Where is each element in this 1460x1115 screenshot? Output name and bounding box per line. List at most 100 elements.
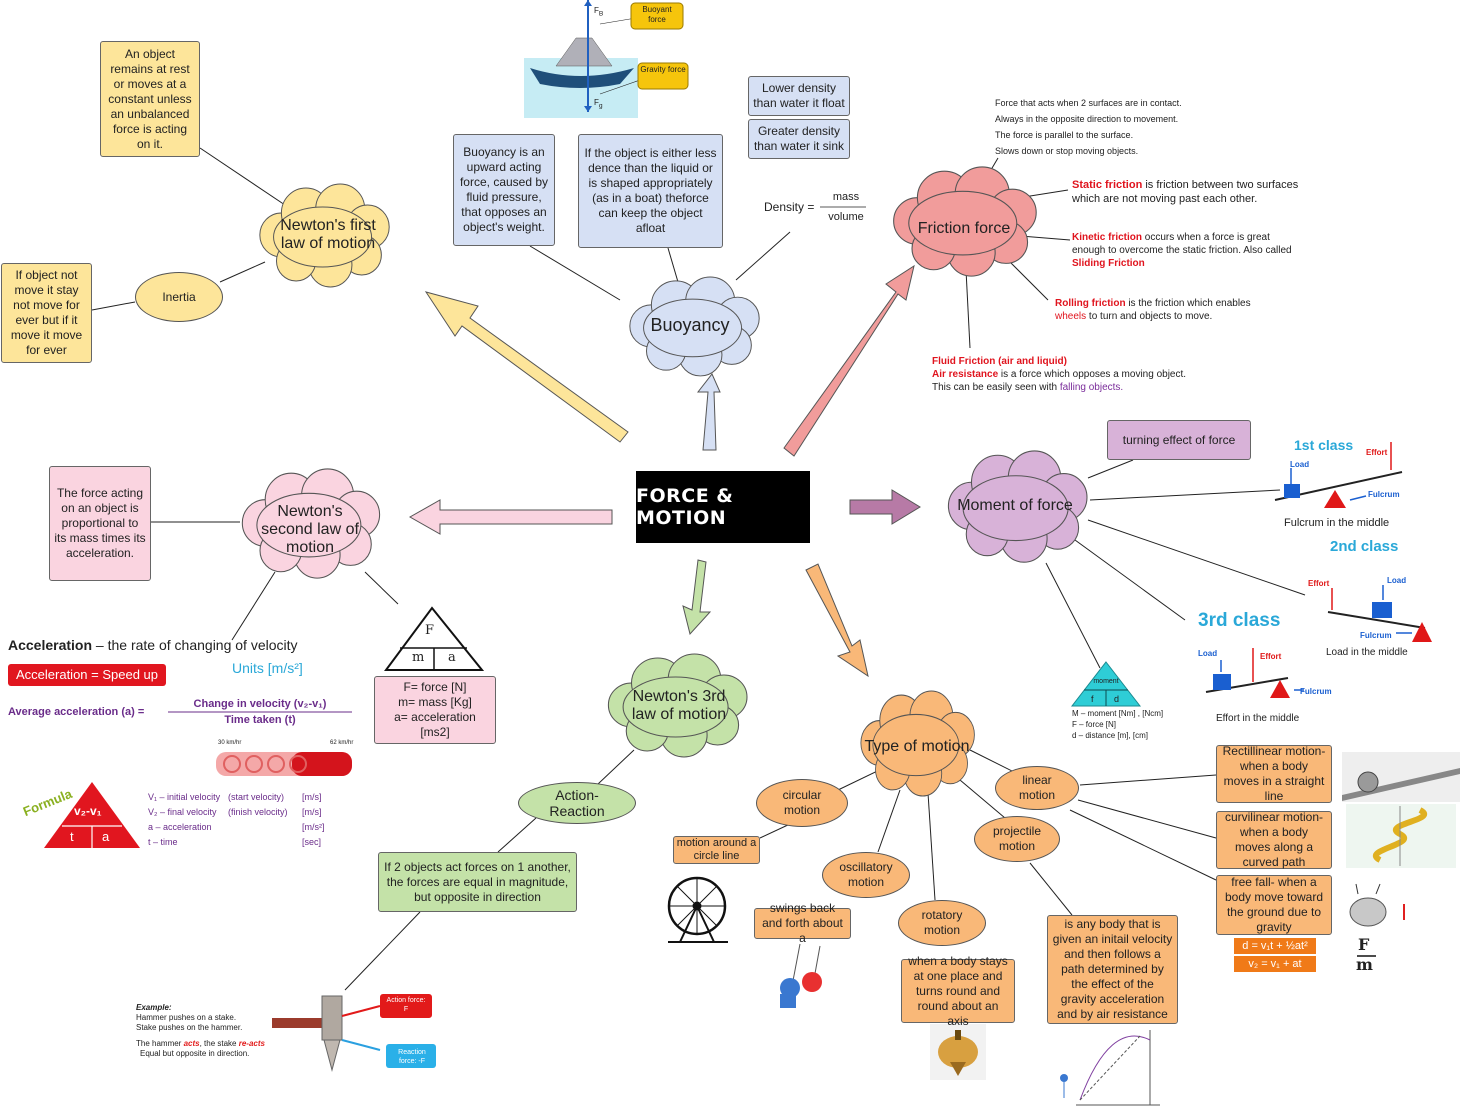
moment-description[interactable]: turning effect of force [1107, 420, 1251, 460]
arrow-to-friction [783, 264, 915, 457]
class3-effort: Effort [1260, 652, 1282, 661]
density-mass: mass [832, 191, 860, 203]
triangle-a-lower: a [102, 829, 110, 844]
fma-legend-line: F= force [N] [403, 680, 467, 694]
newton3-title[interactable]: Newton's 3rd law of motion [631, 688, 727, 723]
acceleration-units: Units [m/s²] [232, 660, 303, 676]
triangle-t: t [70, 829, 74, 844]
density-volume: volume [828, 211, 864, 223]
triangle-m: m [412, 650, 425, 665]
rolling-friction-note: Rolling friction is the friction which e… [1055, 298, 1251, 322]
newton1-title[interactable]: Newton's first law of motion [280, 217, 376, 252]
projectile-motion-node[interactable]: projectile motion [974, 816, 1060, 862]
first-class-label: 1st class [1294, 437, 1354, 453]
oscillatory-motion-node[interactable]: oscillatory motion [822, 852, 910, 898]
action-reaction-node[interactable]: Action-Reaction [518, 782, 636, 824]
moment-triangle-top: moment [1093, 678, 1119, 685]
legend-row: t – time[sec] [148, 837, 322, 847]
density-label: Density = [764, 200, 815, 214]
moment-legend-line: d – distance [m], [cm] [1072, 731, 1149, 740]
third-class-label: 3rd class [1198, 610, 1281, 631]
rotatory-motion-description[interactable]: when a body stays at one place and turns… [901, 954, 1015, 1028]
ferris-wheel-picture [667, 876, 728, 943]
class1-fulcrum: Fulcrum [1368, 490, 1400, 499]
action-force-label: Action force: F [386, 997, 426, 1013]
buoyancy-title[interactable]: Buoyancy [650, 315, 730, 335]
triangle-a: a [448, 650, 456, 665]
hammer-picture [272, 994, 436, 1072]
legend-row: V₂ – final velocity(finish velocity)[m/s… [148, 807, 322, 817]
legend-row: a – acceleration[m/s²] [148, 822, 325, 832]
newton1-definition[interactable]: An object remains at rest or moves at a … [100, 41, 200, 157]
newton2-title[interactable]: Newton's second law of motion [261, 503, 359, 556]
arrow-to-buoyancy [696, 373, 721, 451]
class3-fulcrum: Fulcrum [1300, 687, 1332, 696]
rectilinear-motion-box[interactable]: Rectillinear motion- when a body moves i… [1216, 744, 1332, 803]
avg-accel-numerator: Change in velocity (v₂-v₁) [193, 698, 327, 710]
linear-motion-node[interactable]: linear motion [995, 766, 1079, 810]
end-speed-label: 62 km/hr [330, 740, 354, 746]
triangle-v-difference: v₂-v₁ [74, 804, 102, 818]
friction-intro-line: Slows down or stop moving objects. [995, 146, 1139, 156]
free-fall-box[interactable]: free fall- when a body move toward the g… [1216, 875, 1332, 935]
inertia-node[interactable]: Inertia [135, 272, 223, 322]
static-friction-note: Static friction is friction between two … [1072, 179, 1299, 205]
circular-motion-node[interactable]: circular motion [756, 779, 848, 827]
greater-density-box[interactable]: Greater density than water it sink [748, 119, 850, 159]
triangle-f: F [425, 623, 435, 638]
free-fall-equation-distance: d = v₁t + ½at² [1234, 938, 1316, 954]
class2-caption: Load in the middle [1326, 647, 1408, 658]
newton3-description[interactable]: If 2 objects act forces on 1 another, th… [378, 852, 577, 912]
fma-legend-box[interactable]: F= force [N] m= mass [Kg] a= acceleratio… [374, 676, 496, 744]
curvilinear-motion-picture [1346, 804, 1456, 868]
motion-title[interactable]: Type of motion [864, 738, 970, 755]
buoyancy-definition[interactable]: Buoyancy is an upward acting force, caus… [453, 134, 555, 246]
arrow-to-newton3 [682, 559, 712, 636]
acceleration-definition: Acceleration – the rate of changing of v… [8, 637, 298, 653]
avg-accel-denominator: Time taken (t) [224, 714, 296, 726]
buoyancy-float-condition[interactable]: If the object is either less dence than … [578, 134, 723, 248]
friction-intro: Force that acts when 2 surfaces are in c… [995, 95, 1182, 159]
arrow-to-newton2 [408, 499, 613, 535]
boat-picture [524, 0, 689, 118]
gravity-force-symbol: Fg [594, 98, 603, 110]
hammer-example: Example: Hammer pushes on a stake. Stake… [136, 1003, 265, 1058]
moment-title[interactable]: Moment of force [957, 497, 1073, 514]
fma-triangle [384, 606, 485, 671]
newton2-definition[interactable]: The force acting on an object is proport… [49, 466, 151, 581]
curvilinear-motion-box[interactable]: curvilinear motion- when a body moves al… [1216, 810, 1332, 869]
central-topic[interactable]: FORCE & MOTION [636, 471, 810, 543]
oscillatory-motion-description[interactable]: swings back and forth about a [754, 901, 851, 945]
reaction-force-label: Reaction force: -F [398, 1049, 426, 1065]
fma-legend-line: a= acceleration [ms2] [394, 710, 476, 739]
free-fall-equation-velocity: v₂ = v₁ + at [1234, 956, 1316, 972]
friction-intro-line: Force that acts when 2 surfaces are in c… [995, 98, 1182, 108]
friction-title[interactable]: Friction force [917, 220, 1011, 237]
moment-legend-line: F – force [N] [1072, 720, 1117, 729]
class2-effort: Effort [1308, 579, 1330, 588]
moment-legend-line: M – moment [Nm] , [Ncm] [1072, 709, 1164, 718]
class1-caption: Fulcrum in the middle [1284, 517, 1390, 529]
class2-fulcrum: Fulcrum [1360, 631, 1392, 640]
kinetic-friction-note: Kinetic friction occurs when a force is … [1072, 232, 1292, 269]
car-motion-picture [216, 752, 352, 776]
arrow-to-motion [805, 563, 869, 678]
friction-intro-line: Always in the opposite direction to move… [995, 114, 1179, 124]
linear-motion-picture [1342, 752, 1460, 802]
buoyant-force-symbol: FB [594, 6, 604, 18]
circular-motion-description[interactable]: motion around a circle line [673, 836, 760, 864]
lower-density-box[interactable]: Lower density than water it float [748, 76, 850, 116]
arrow-to-moment [849, 489, 921, 525]
swing-picture [780, 943, 822, 1008]
second-class-label: 2nd class [1330, 538, 1399, 555]
inertia-description[interactable]: If object not move it stay not move for … [1, 263, 92, 363]
direction-arrows [408, 264, 921, 678]
moment-triangle-f: f [1091, 694, 1094, 704]
free-fall-mass-symbol: m [1356, 955, 1373, 974]
projectile-picture [1060, 1030, 1160, 1106]
acceleration-formula-triangle [44, 782, 140, 848]
projectile-motion-description[interactable]: is any body that is given an initail vel… [1047, 915, 1178, 1024]
fma-legend-line: m= mass [Kg] [398, 695, 472, 709]
rotatory-motion-node[interactable]: rotatory motion [898, 900, 986, 946]
